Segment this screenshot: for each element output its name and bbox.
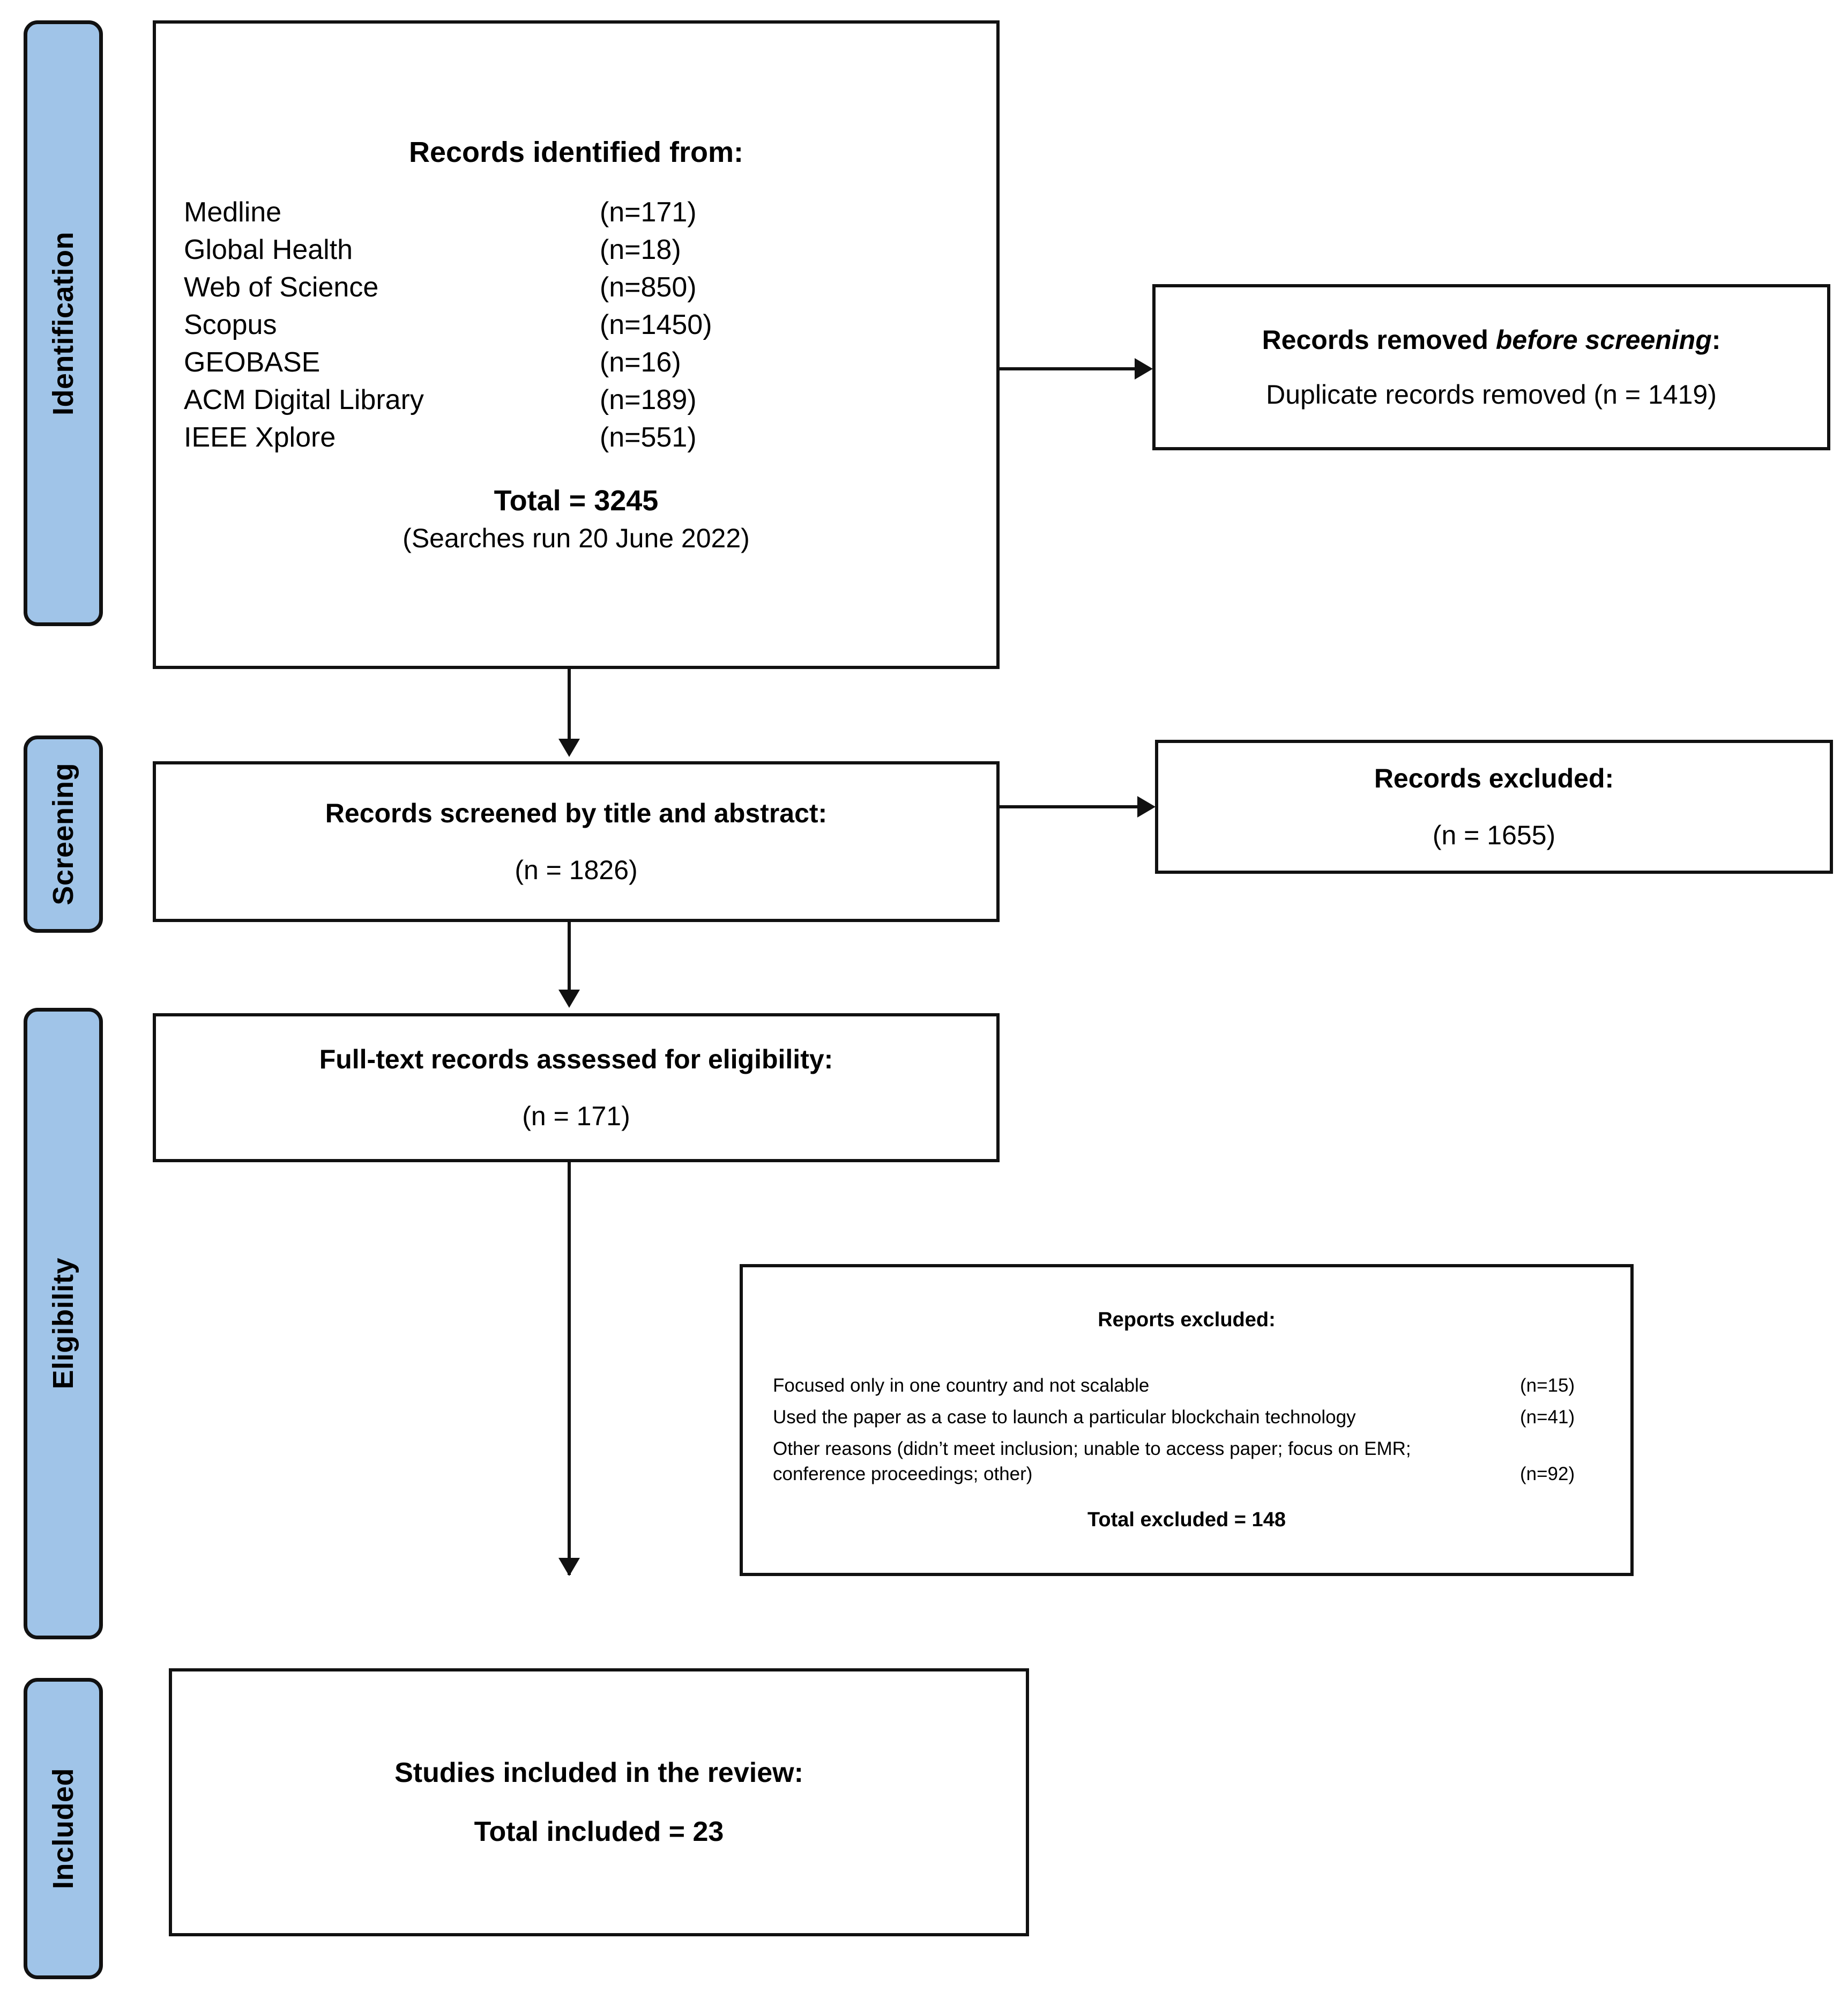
studies-included-total: Total included = 23 — [474, 1816, 724, 1847]
source-count: (n=551) — [599, 422, 697, 453]
connector-identified-to-removed — [1000, 367, 1135, 370]
records-excluded-box: Records excluded: (n = 1655) — [1155, 740, 1833, 874]
source-counts-table: Medline (n=171) Global Health (n=18) Web… — [184, 194, 968, 456]
studies-included-title: Studies included in the review: — [394, 1757, 803, 1788]
source-name: Global Health — [184, 234, 353, 265]
source-name: ACM Digital Library — [184, 384, 424, 415]
table-row: ACM Digital Library (n=189) — [184, 381, 968, 419]
connector-fulltext-to-included — [568, 1162, 571, 1575]
source-name: GEOBASE — [184, 347, 321, 378]
arrowhead-identified-to-screened — [558, 739, 580, 757]
table-row: IEEE Xplore (n=551) — [184, 419, 968, 456]
arrowhead-screened-to-fulltext — [558, 990, 580, 1008]
records-identified-total: Total = 3245 — [494, 485, 659, 517]
source-count: (n=171) — [599, 197, 697, 228]
records-removed-title-emphasis: before screening — [1495, 325, 1712, 355]
records-screened-title: Records screened by title and abstract: — [325, 798, 828, 828]
records-removed-box: Records removed before screening: Duplic… — [1152, 284, 1830, 450]
records-screened-count: (n = 1826) — [515, 855, 638, 885]
table-row: GEOBASE (n=16) — [184, 344, 968, 381]
reports-excluded-total: Total excluded = 148 — [1087, 1508, 1286, 1531]
source-count: (n=189) — [599, 384, 697, 415]
table-row: Scopus (n=1450) — [184, 306, 968, 344]
table-row: Other reasons (didn’t meet inclusion; un… — [773, 1433, 1600, 1490]
exclusion-count: (n=15) — [1520, 1375, 1575, 1396]
connector-screened-to-excluded — [1000, 805, 1137, 808]
arrowhead-fulltext-to-included — [558, 1558, 580, 1576]
records-excluded-count: (n = 1655) — [1432, 820, 1556, 850]
records-removed-detail: Duplicate records removed (n = 1419) — [1266, 380, 1717, 410]
records-removed-title-prefix: Records removed — [1262, 325, 1496, 355]
table-row: Web of Science (n=850) — [184, 269, 968, 306]
source-count: (n=850) — [599, 272, 697, 303]
source-name: IEEE Xplore — [184, 422, 336, 453]
reports-excluded-box: Reports excluded: Focused only in one co… — [740, 1264, 1634, 1576]
source-name: Web of Science — [184, 272, 379, 303]
source-count: (n=16) — [599, 347, 681, 378]
stage-label-eligibility: Eligibility — [47, 1258, 79, 1390]
stage-label-included: Included — [47, 1767, 79, 1889]
stage-rail-included: Included — [24, 1678, 103, 1979]
reports-excluded-title: Reports excluded: — [1098, 1309, 1276, 1332]
table-row: Global Health (n=18) — [184, 231, 968, 269]
fulltext-assessed-box: Full-text records assessed for eligibili… — [153, 1013, 1000, 1162]
records-identified-title: Records identified from: — [408, 136, 744, 168]
arrowhead-identified-to-removed — [1135, 358, 1153, 380]
connector-identified-to-screened — [568, 669, 571, 740]
exclusion-count: (n=92) — [1520, 1463, 1575, 1484]
connector-screened-to-fulltext — [568, 922, 571, 991]
stage-label-identification: Identification — [47, 231, 79, 415]
stage-rail-eligibility: Eligibility — [24, 1008, 103, 1639]
arrowhead-screened-to-excluded — [1137, 796, 1156, 818]
records-screened-box: Records screened by title and abstract: … — [153, 761, 1000, 922]
exclusion-count: (n=41) — [1520, 1407, 1575, 1428]
records-identified-box: Records identified from: Medline (n=171)… — [153, 20, 1000, 669]
records-identified-search-date: (Searches run 20 June 2022) — [403, 523, 750, 553]
exclusion-reason: Focused only in one country and not scal… — [773, 1375, 1150, 1396]
studies-included-box: Studies included in the review: Total in… — [169, 1668, 1029, 1936]
stage-label-screening: Screening — [47, 763, 79, 905]
reports-excluded-reasons-table: Focused only in one country and not scal… — [773, 1370, 1600, 1490]
exclusion-reason: Other reasons (didn’t meet inclusion; un… — [773, 1438, 1411, 1484]
fulltext-assessed-count: (n = 171) — [522, 1101, 630, 1131]
records-excluded-title: Records excluded: — [1374, 763, 1614, 793]
records-removed-title-suffix: : — [1711, 325, 1721, 355]
table-row: Focused only in one country and not scal… — [773, 1370, 1600, 1402]
table-row: Used the paper as a case to launch a par… — [773, 1402, 1600, 1433]
source-name: Scopus — [184, 309, 277, 340]
stage-rail-identification: Identification — [24, 20, 103, 626]
exclusion-reason: Used the paper as a case to launch a par… — [773, 1407, 1356, 1428]
records-removed-title: Records removed before screening: — [1181, 324, 1801, 355]
stage-rail-screening: Screening — [24, 735, 103, 933]
source-count: (n=18) — [599, 234, 681, 265]
fulltext-assessed-title: Full-text records assessed for eligibili… — [319, 1044, 833, 1074]
table-row: Medline (n=171) — [184, 194, 968, 231]
source-name: Medline — [184, 197, 282, 228]
source-count: (n=1450) — [599, 309, 712, 340]
